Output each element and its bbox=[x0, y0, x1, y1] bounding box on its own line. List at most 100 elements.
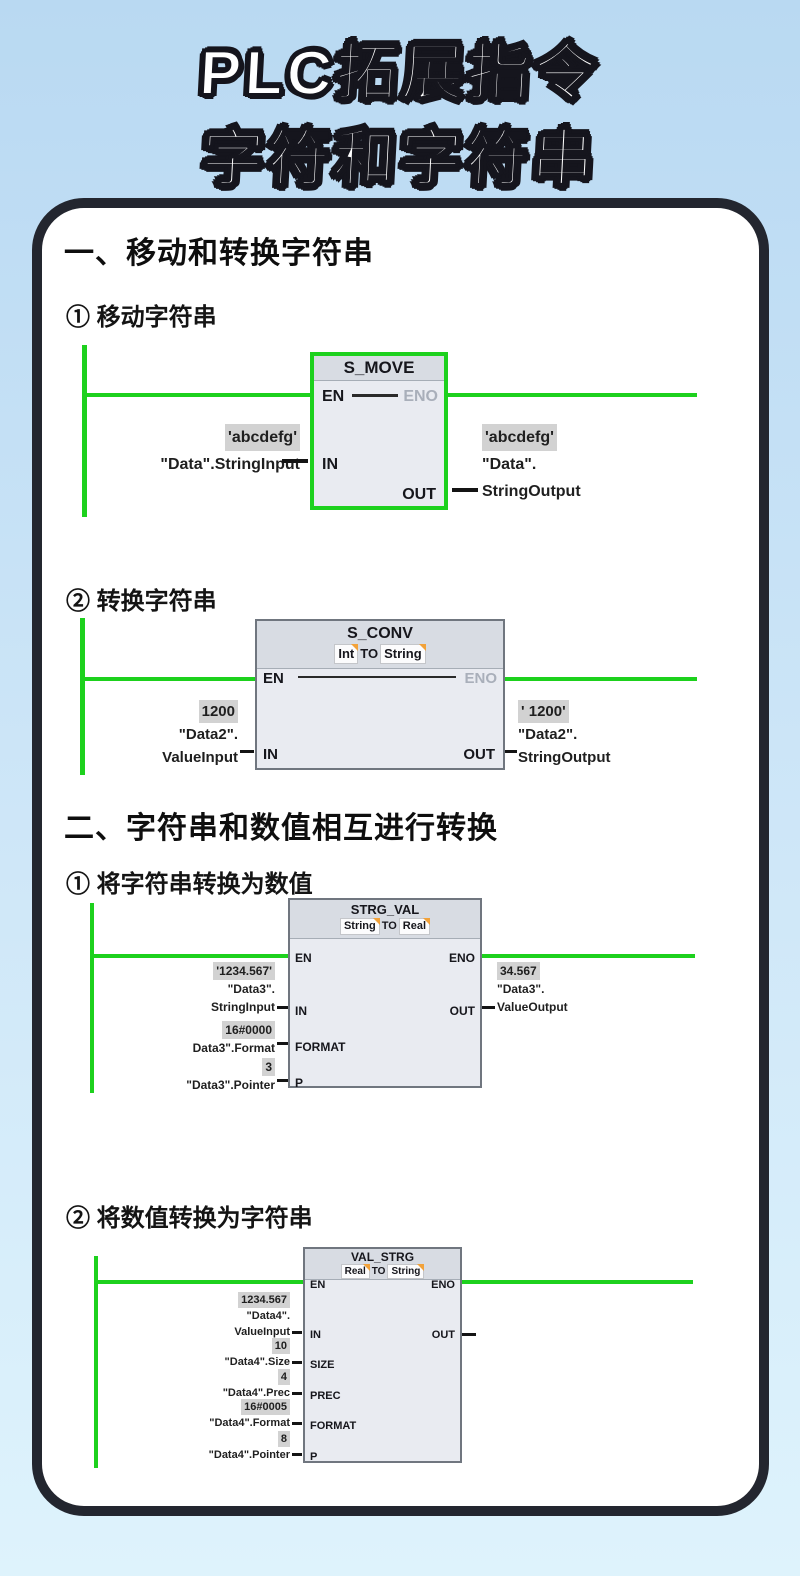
s-move-output-operand-line1: "Data". bbox=[482, 456, 537, 473]
poster-title-line2: 字符和字符串 bbox=[199, 124, 601, 195]
strg-val-format-connector bbox=[277, 1042, 288, 1045]
s-move-input-operand: 'abcdefg' "Data".StringInput bbox=[160, 424, 300, 478]
strg-val-pin-format: FORMAT bbox=[295, 1040, 346, 1054]
strg-val-in-connector bbox=[277, 1006, 288, 1009]
val-strg-type-from-chip[interactable]: Real bbox=[340, 1264, 370, 1279]
val-strg-in-operand-line1: "Data4". bbox=[246, 1310, 290, 1322]
val-strg-pin-p: P bbox=[310, 1451, 318, 1463]
val-strg-pin-size: SIZE bbox=[310, 1359, 335, 1371]
strg-val-p-connector bbox=[277, 1079, 288, 1082]
val-strg-pin-in: IN bbox=[310, 1329, 321, 1341]
dropdown-corner-icon bbox=[372, 918, 380, 925]
val-strg-prec-value-chip: 4 bbox=[277, 1369, 290, 1385]
dropdown-corner-icon bbox=[351, 644, 359, 651]
s-conv-type-to-chip[interactable]: String bbox=[380, 644, 426, 664]
val-strg-block-title: VAL_STRG bbox=[350, 1250, 415, 1264]
s-conv-output-value-chip: ' 1200' bbox=[518, 700, 569, 723]
val-strg-format-operand-name: "Data4".Format bbox=[209, 1417, 290, 1429]
subheading-convert-string: ② 转换字符串 bbox=[66, 588, 217, 615]
val-strg-pin-prec: PREC bbox=[310, 1390, 341, 1402]
val-strg-pin-eno: ENO bbox=[431, 1279, 455, 1291]
strg-val-in-value-chip: '1234.567' bbox=[213, 962, 275, 980]
s-conv-power-rail bbox=[80, 618, 85, 775]
val-strg-p-value-chip: 8 bbox=[277, 1431, 290, 1447]
s-move-block: S_MOVE EN ENO IN OUT bbox=[310, 352, 448, 510]
val-strg-in-value-chip: 1234.567 bbox=[238, 1292, 290, 1308]
val-strg-size-operand-name: "Data4".Size bbox=[224, 1356, 290, 1368]
s-move-input-value-chip: 'abcdefg' bbox=[225, 424, 300, 451]
strg-val-power-rail bbox=[90, 903, 94, 1093]
s-conv-type-from-chip[interactable]: Int bbox=[334, 644, 359, 664]
s-move-out-connector bbox=[452, 488, 478, 492]
strg-val-type-to-chip[interactable]: Real bbox=[398, 918, 431, 935]
strg-val-type-word: TO bbox=[381, 920, 397, 932]
strg-val-pin-out: OUT bbox=[449, 1004, 475, 1018]
dropdown-corner-icon bbox=[417, 1264, 425, 1271]
strg-val-pin-en: EN bbox=[295, 951, 312, 965]
val-strg-pin-out: OUT bbox=[431, 1329, 455, 1341]
strg-val-pin-eno: ENO bbox=[448, 951, 475, 965]
strg-val-type-from-chip[interactable]: String bbox=[339, 918, 380, 935]
s-conv-in-connector bbox=[240, 750, 254, 753]
val-strg-p-operand-name: "Data4".Pointer bbox=[208, 1449, 290, 1461]
s-move-pin-in: IN bbox=[322, 456, 338, 473]
s-conv-output-operand: ' 1200' "Data2". StringOutput bbox=[518, 700, 610, 769]
s-conv-en-eno-line bbox=[298, 676, 456, 678]
s-conv-input-value-chip: 1200 bbox=[198, 700, 238, 723]
strg-val-format-operand: 16#0000 Data3".Format bbox=[193, 1021, 275, 1057]
s-conv-output-operand-line1: "Data2". bbox=[518, 726, 578, 743]
s-move-wire-right bbox=[448, 393, 697, 397]
val-strg-prec-connector bbox=[292, 1392, 302, 1395]
s-conv-pin-en: EN bbox=[263, 670, 284, 687]
strg-val-pin-in: IN bbox=[295, 1004, 307, 1018]
dropdown-corner-icon bbox=[362, 1264, 370, 1271]
val-strg-size-connector bbox=[292, 1361, 302, 1364]
s-move-output-operand: 'abcdefg' "Data". StringOutput bbox=[482, 424, 581, 505]
val-strg-power-rail bbox=[94, 1256, 98, 1468]
strg-val-p-value-chip: 3 bbox=[262, 1058, 275, 1076]
s-move-power-rail bbox=[82, 345, 87, 517]
s-conv-input-operand-line2: ValueInput bbox=[162, 749, 238, 766]
val-strg-format-connector bbox=[292, 1422, 302, 1425]
strg-val-out-operand: 34.567 "Data3". ValueOutput bbox=[497, 962, 568, 1016]
s-conv-wire-right bbox=[505, 677, 697, 681]
strg-val-format-value-chip: 16#0000 bbox=[222, 1021, 275, 1039]
strg-val-p-operand-name: "Data3".Pointer bbox=[186, 1078, 275, 1092]
s-conv-pin-in: IN bbox=[263, 746, 278, 763]
strg-val-out-connector bbox=[482, 1006, 495, 1009]
val-strg-format-value-chip: 16#0005 bbox=[241, 1399, 290, 1415]
s-move-pin-out: OUT bbox=[402, 486, 436, 503]
strg-val-type-to: Real bbox=[402, 920, 427, 932]
val-strg-type-to-chip[interactable]: String bbox=[387, 1264, 425, 1279]
val-strg-prec-operand-name: "Data4".Prec bbox=[222, 1387, 290, 1399]
subheading-strg-val: ① 将字符串转换为数值 bbox=[66, 871, 313, 898]
strg-val-out-value-chip: 34.567 bbox=[497, 962, 540, 980]
s-conv-pin-eno: ENO bbox=[464, 670, 497, 687]
strg-val-out-operand-line2: ValueOutput bbox=[497, 1000, 568, 1014]
strg-val-block-title: STRG_VAL bbox=[350, 902, 420, 917]
s-conv-output-operand-line2: StringOutput bbox=[518, 749, 611, 766]
s-conv-type-from: Int bbox=[338, 646, 355, 661]
val-strg-in-connector bbox=[292, 1331, 302, 1334]
val-strg-p-operand: 8 "Data4".Pointer bbox=[209, 1431, 290, 1463]
dropdown-corner-icon bbox=[418, 644, 426, 651]
s-conv-pin-out: OUT bbox=[463, 746, 495, 763]
subheading-move-string: ① 移动字符串 bbox=[66, 304, 217, 331]
val-strg-in-operand: 1234.567 "Data4". ValueInput bbox=[234, 1292, 290, 1340]
s-conv-type-word: TO bbox=[360, 646, 379, 661]
val-strg-pin-en: EN bbox=[310, 1279, 326, 1291]
s-conv-out-connector bbox=[505, 750, 517, 753]
s-conv-input-operand-line1: "Data2". bbox=[178, 726, 238, 743]
val-strg-p-connector bbox=[292, 1453, 302, 1456]
strg-val-in-operand-line2: StringInput bbox=[211, 1000, 275, 1014]
s-conv-wire-left bbox=[80, 677, 255, 681]
